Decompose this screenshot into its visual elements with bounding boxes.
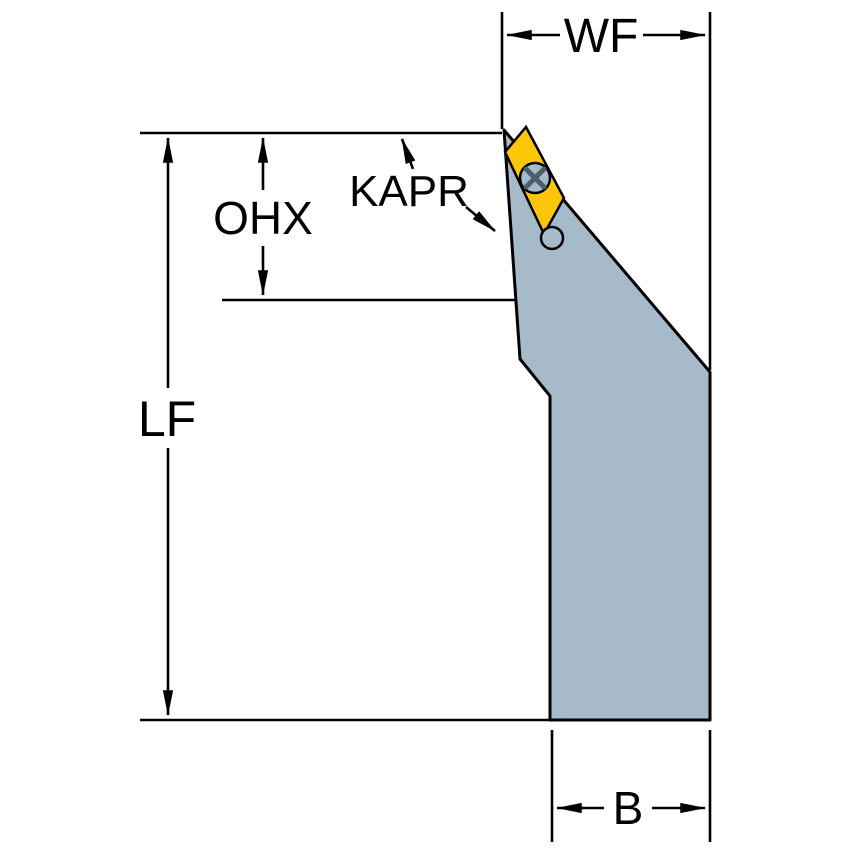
- b-label: B: [613, 782, 644, 834]
- lf-label-mask: [126, 388, 210, 448]
- kapr-leader-arrow-to-cutting-edge: [465, 205, 496, 233]
- lf-label: LF: [138, 391, 196, 447]
- wf-label: WF: [564, 10, 639, 63]
- pocket-relief-hole-icon: [539, 225, 565, 251]
- kapr-label: KAPR: [349, 167, 469, 216]
- ohx-label: OHX: [213, 192, 313, 244]
- kapr-leader-arrow-to-reference-line: [400, 138, 416, 170]
- tool-body: [502, 128, 712, 722]
- screw-slot-icon: [523, 166, 547, 190]
- ohx-label-mask: [200, 190, 326, 246]
